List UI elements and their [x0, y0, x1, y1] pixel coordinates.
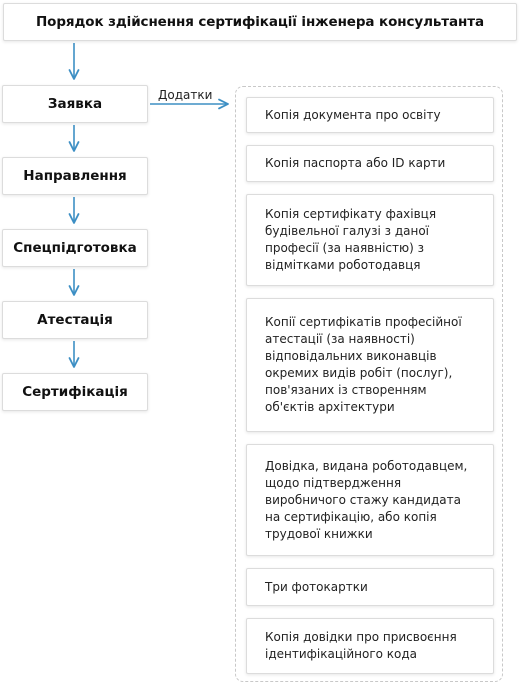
step-attestation: Атестація — [2, 301, 148, 339]
doc-attestation-certs: Копії сертифікатів професійної атестації… — [246, 298, 494, 432]
doc-specialist-cert: Копія сертифікату фахівця будівельної га… — [246, 194, 494, 286]
diagram-title: Порядок здійснення сертифікації інженера… — [3, 3, 517, 41]
step-certification: Сертифікація — [2, 373, 148, 411]
step-referral: Направлення — [2, 157, 148, 195]
attachments-label: Додатки — [158, 88, 213, 102]
doc-photos: Три фотокартки — [246, 568, 494, 606]
doc-education: Копія документа про освіту — [246, 97, 494, 133]
doc-tax-id: Копія довідки про присвоєння ідентифікац… — [246, 618, 494, 674]
attachments-group — [235, 86, 503, 682]
step-special-training: Спецпідготовка — [2, 229, 148, 267]
step-application: Заявка — [2, 85, 148, 123]
doc-employer-reference: Довідка, видана роботодавцем, щодо підтв… — [246, 444, 494, 556]
doc-passport: Копія паспорта або ID карти — [246, 145, 494, 182]
